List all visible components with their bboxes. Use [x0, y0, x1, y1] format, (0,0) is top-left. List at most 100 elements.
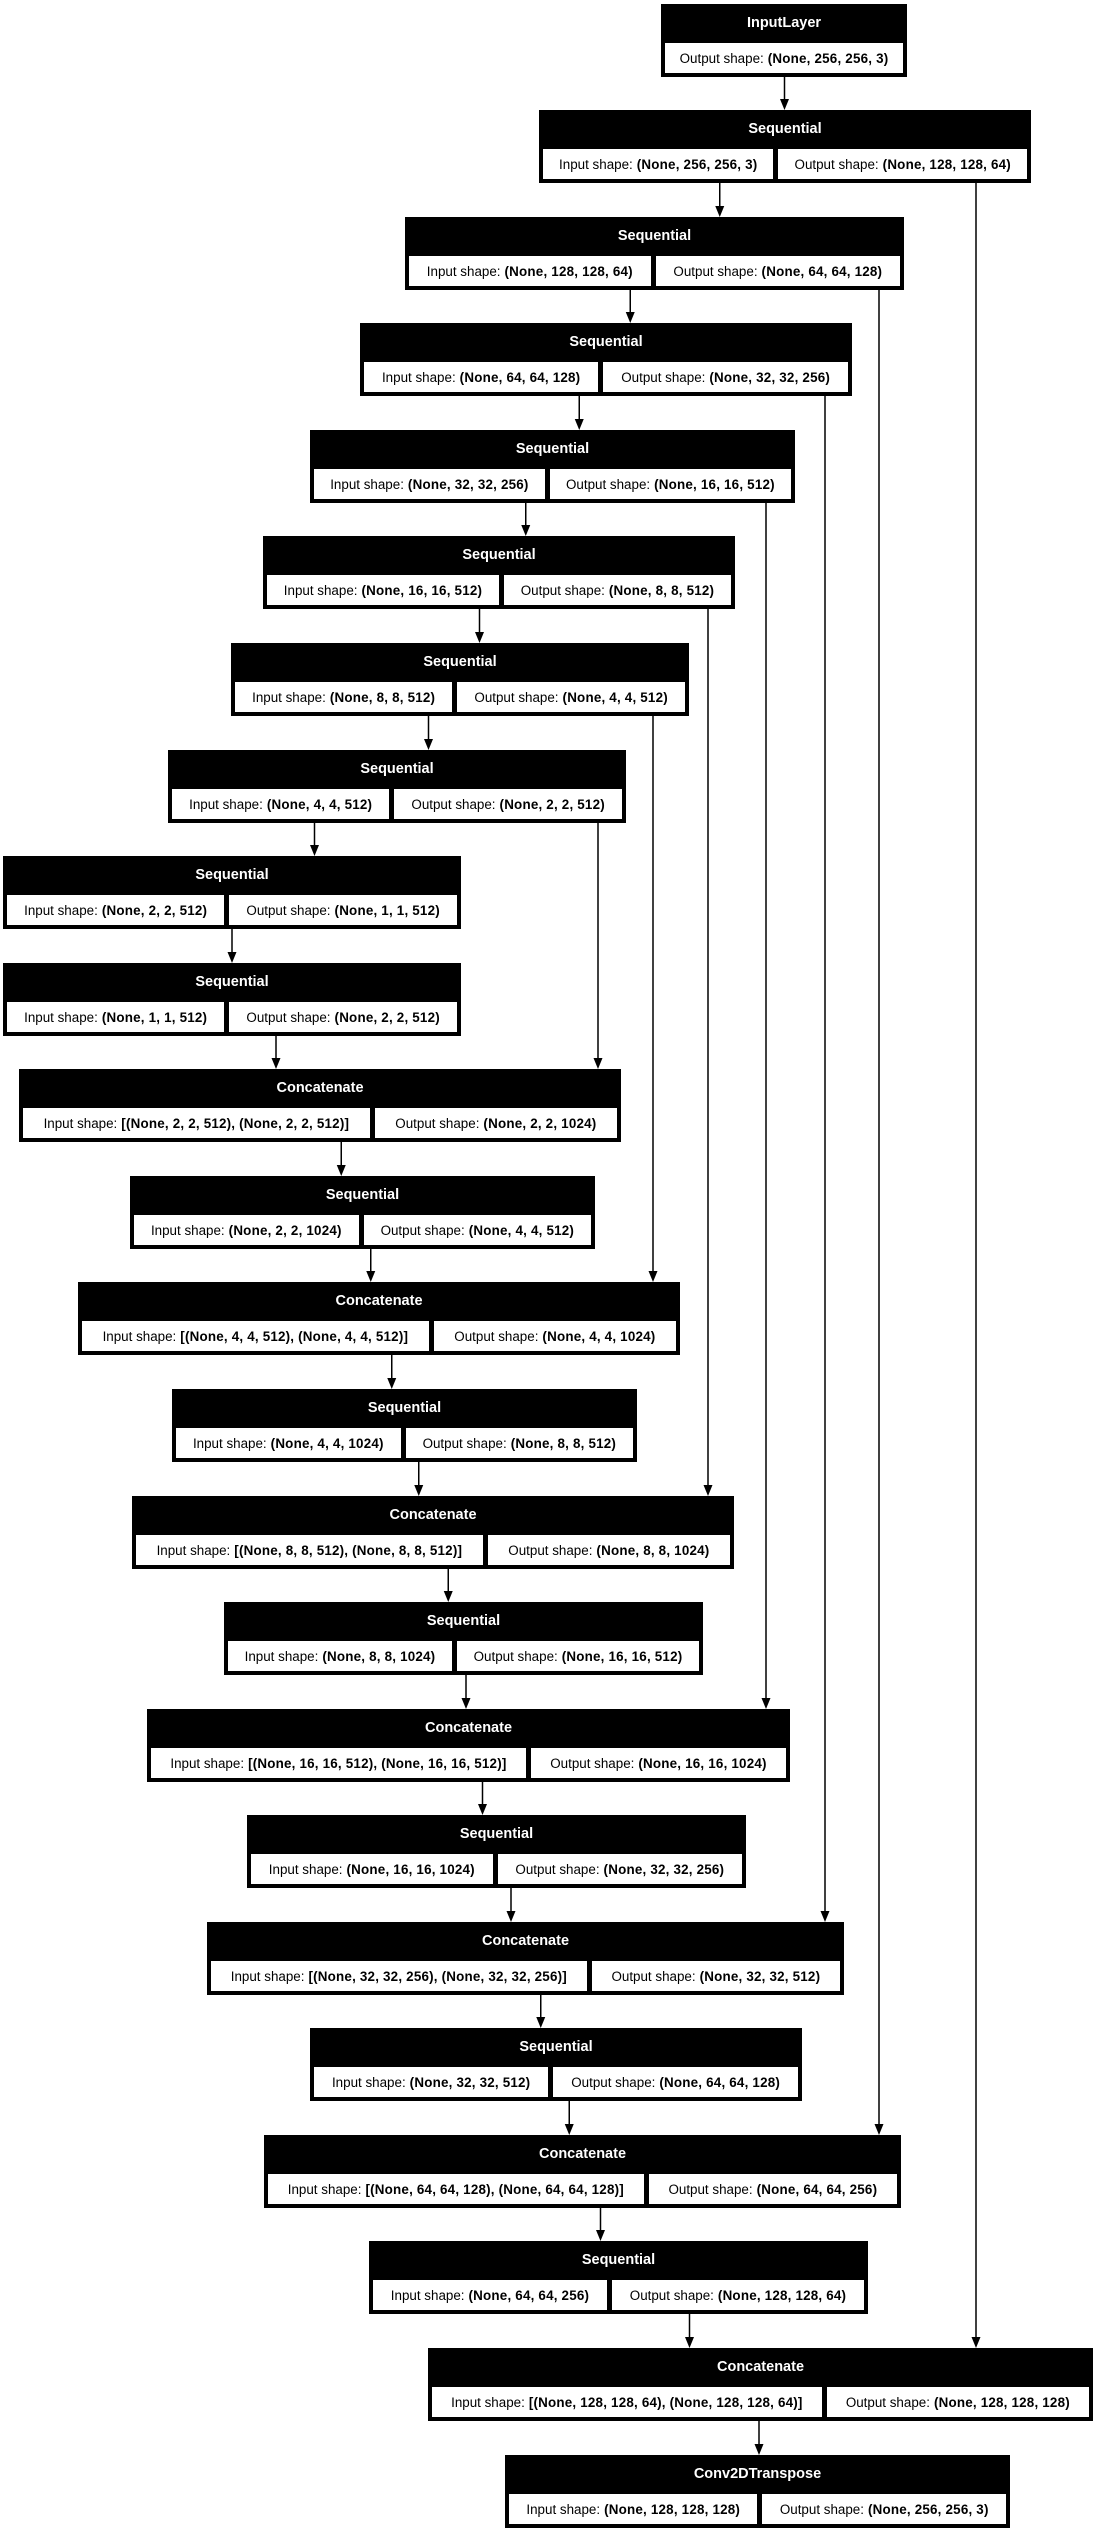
layer-shape-row: Input shape:(None, 16, 16, 1024)Output s…	[247, 1853, 746, 1888]
input-shape-cell: Input shape:(None, 32, 32, 256)	[313, 468, 546, 500]
input-shape-label: Input shape:	[156, 1542, 231, 1558]
input-shape-cell: Input shape:(None, 64, 64, 128)	[363, 361, 600, 393]
output-shape-label: Output shape:	[845, 2394, 930, 2410]
output-shape-label: Output shape:	[454, 1328, 539, 1344]
output-shape-value: (None, 2, 2, 1024)	[483, 1115, 597, 1131]
output-shape-label: Output shape:	[520, 582, 605, 598]
layer-title: Conv2DTranspose	[693, 2466, 822, 2482]
layer-shape-row: Input shape:(None, 4, 4, 1024)Output sha…	[172, 1427, 637, 1462]
layer-shape-row: Input shape:(None, 4, 4, 512)Output shap…	[168, 788, 626, 823]
output-shape-cell: Output shape:(None, 2, 2, 1024)	[373, 1107, 619, 1139]
arrowhead-icon	[564, 2124, 574, 2135]
input-shape-label: Input shape:	[331, 2074, 406, 2090]
layer-title: Sequential	[462, 547, 536, 563]
output-shape-label: Output shape:	[611, 1968, 696, 1984]
arrowhead-icon	[366, 1271, 376, 1282]
output-shape-label: Output shape:	[679, 50, 764, 66]
input-shape-cell: Input shape:(None, 128, 128, 64)	[408, 255, 652, 287]
input-shape-value: (None, 16, 16, 512)	[361, 582, 483, 598]
layer-title: Sequential	[426, 1613, 501, 1629]
layer-shape-row: Input shape:(None, 128, 128, 128)Output …	[505, 2493, 1010, 2528]
input-shape-cell: Input shape:(None, 256, 256, 3)	[542, 148, 775, 180]
output-shape-value: (None, 64, 64, 128)	[761, 263, 883, 279]
input-shape-value: [(None, 4, 4, 512), (None, 4, 4, 512)]	[180, 1328, 409, 1344]
input-shape-cell: Input shape:(None, 4, 4, 1024)	[175, 1427, 402, 1459]
output-shape-value: (None, 256, 256, 3)	[867, 2501, 989, 2517]
arrowhead-icon	[336, 1165, 346, 1176]
input-shape-cell: Input shape:(None, 4, 4, 512)	[171, 788, 391, 820]
layer-title: Concatenate	[424, 1720, 513, 1736]
output-shape-cell: Output shape:(None, 256, 256, 3)	[761, 2493, 1008, 2525]
output-shape-value: (None, 2, 2, 512)	[334, 1009, 440, 1025]
output-shape-value: (None, 8, 8, 512)	[510, 1435, 617, 1451]
input-shape-value: [(None, 2, 2, 512), (None, 2, 2, 512)]	[121, 1115, 350, 1131]
input-shape-cell: Input shape:[(None, 4, 4, 512), (None, 4…	[81, 1320, 430, 1352]
arrowhead-icon	[414, 1485, 424, 1496]
output-shape-label: Output shape:	[380, 1222, 465, 1238]
output-shape-cell: Output shape:(None, 16, 16, 512)	[455, 1640, 701, 1672]
output-shape-value: (None, 1, 1, 512)	[334, 902, 440, 918]
output-shape-value: (None, 32, 32, 256)	[709, 369, 831, 385]
layer-shape-row: Input shape:[(None, 32, 32, 256), (None,…	[207, 1960, 844, 1995]
input-shape-label: Input shape:	[189, 796, 263, 812]
output-shape-cell: Output shape:(None, 64, 64, 256)	[647, 2173, 898, 2205]
input-shape-cell: Input shape:[(None, 128, 128, 64), (None…	[431, 2386, 823, 2418]
output-shape-cell: Output shape:(None, 64, 64, 128)	[654, 255, 902, 287]
input-shape-cell: Input shape:(None, 32, 32, 512)	[313, 2066, 550, 2098]
input-shape-label: Input shape:	[283, 582, 358, 598]
output-shape-value: (None, 8, 8, 1024)	[596, 1542, 710, 1558]
layer-title: Concatenate	[276, 1080, 364, 1096]
arrowhead-icon	[271, 1058, 281, 1069]
input-shape-label: Input shape:	[170, 1755, 245, 1771]
output-shape-label: Output shape:	[629, 2287, 714, 2303]
arrowhead-icon	[648, 1271, 658, 1282]
input-shape-label: Input shape:	[150, 1222, 225, 1238]
arrowhead-icon	[506, 1911, 516, 1922]
layer-title: Sequential	[519, 2039, 593, 2055]
input-shape-cell: Input shape:(None, 8, 8, 512)	[234, 681, 454, 713]
output-shape-value: (None, 16, 16, 512)	[654, 476, 775, 492]
output-shape-cell: Output shape:(None, 8, 8, 1024)	[486, 1534, 732, 1566]
arrowhead-icon	[424, 739, 433, 750]
input-shape-cell: Input shape:(None, 16, 16, 512)	[266, 574, 500, 606]
input-shape-value: (None, 2, 2, 512)	[101, 902, 208, 918]
input-shape-label: Input shape:	[526, 2501, 601, 2517]
layer-title: Sequential	[195, 974, 269, 990]
input-shape-label: Input shape:	[559, 156, 633, 172]
layer-shape-row: Input shape:[(None, 2, 2, 512), (None, 2…	[19, 1107, 621, 1142]
layer-title: Sequential	[367, 1400, 442, 1416]
input-shape-label: Input shape:	[24, 1009, 98, 1025]
output-shape-value: (None, 64, 64, 256)	[756, 2181, 878, 2197]
output-shape-value: (None, 4, 4, 512)	[468, 1222, 575, 1238]
arrowhead-icon	[310, 845, 319, 856]
input-shape-cell: Input shape:(None, 8, 8, 1024)	[227, 1640, 453, 1672]
input-shape-cell: Input shape:(None, 2, 2, 1024)	[133, 1214, 360, 1246]
input-shape-value: [(None, 32, 32, 256), (None, 32, 32, 256…	[308, 1968, 567, 1984]
layer-title: Sequential	[515, 441, 590, 457]
input-shape-label: Input shape:	[102, 1328, 177, 1344]
output-shape-label: Output shape:	[395, 1115, 480, 1131]
output-shape-cell: Output shape:(None, 16, 16, 512)	[548, 468, 792, 500]
output-shape-cell: Output shape:(None, 2, 2, 512)	[228, 1001, 458, 1033]
output-shape-label: Output shape:	[246, 1009, 331, 1025]
input-shape-label: Input shape:	[43, 1115, 118, 1131]
output-shape-label: Output shape:	[779, 2501, 864, 2517]
arrowhead-icon	[478, 1804, 487, 1815]
output-shape-cell: Output shape:(None, 16, 16, 1024)	[529, 1747, 788, 1779]
input-shape-label: Input shape:	[330, 476, 404, 492]
layer-title: Sequential	[195, 867, 269, 883]
layer-shape-row: Input shape:(None, 256, 256, 3)Output sh…	[539, 148, 1031, 183]
arrowhead-icon	[536, 2017, 546, 2028]
output-shape-cell: Output shape:(None, 4, 4, 512)	[362, 1214, 592, 1246]
input-shape-cell: Input shape:[(None, 8, 8, 512), (None, 8…	[135, 1534, 484, 1566]
arrowhead-icon	[596, 2230, 605, 2241]
output-shape-cell: Output shape:(None, 1, 1, 512)	[228, 894, 458, 926]
